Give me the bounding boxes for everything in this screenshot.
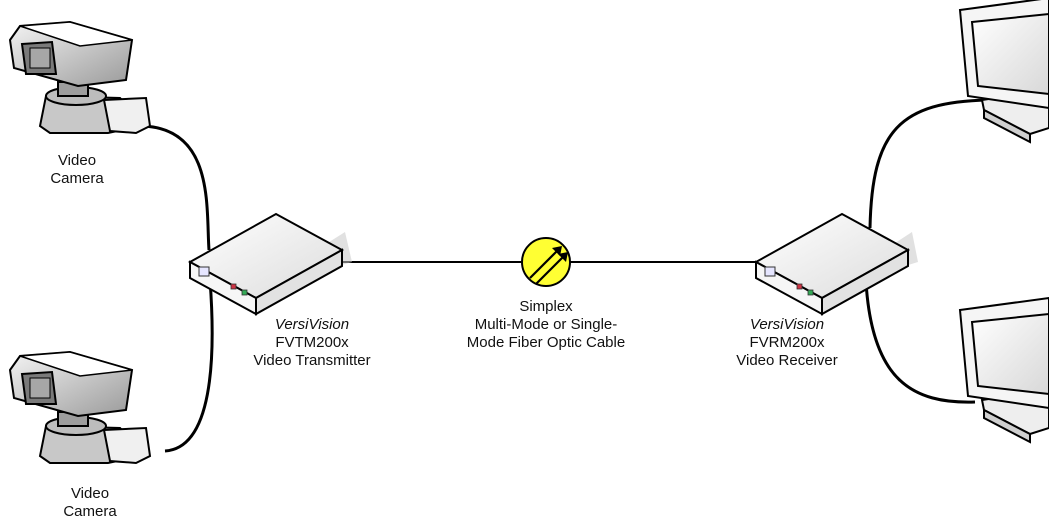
cable-label: Simplex Multi-Mode or Single- Mode Fiber… <box>446 298 646 352</box>
cable-label-line3: Mode Fiber Optic Cable <box>466 334 626 351</box>
transmitter-box-icon <box>187 212 352 316</box>
camera-2-label-line1: Video <box>70 485 110 502</box>
receiver-label: VersiVision FVRM200x Video Receiver <box>712 316 862 370</box>
receiver-model: FVRM200x <box>749 334 825 351</box>
camera-1-label: Video Camera <box>32 152 122 188</box>
cable-label-line1: Simplex <box>519 298 573 315</box>
camera-2-label-line2: Camera <box>63 503 117 520</box>
transmitter-model: FVTM200x <box>275 334 349 351</box>
receiver-brand: VersiVision <box>749 316 825 333</box>
camera-1-label-line1: Video <box>57 152 97 169</box>
transmitter-brand: VersiVision <box>274 316 350 333</box>
camera-2-label: Video Camera <box>45 485 135 521</box>
monitor-2-cable <box>864 281 976 404</box>
monitor-icon <box>958 0 1049 144</box>
fiber-optic-icon <box>521 237 571 287</box>
monitor-1-cable <box>868 98 989 229</box>
receiver-role: Video Receiver <box>736 352 838 369</box>
security-camera-icon <box>8 20 152 135</box>
monitor-icon <box>958 296 1049 444</box>
transmitter-label: VersiVision FVTM200x Video Transmitter <box>222 316 402 370</box>
security-camera-icon <box>8 350 152 465</box>
camera-1-cable <box>141 124 211 251</box>
transmitter-role: Video Transmitter <box>253 352 371 369</box>
camera-1-label-line2: Camera <box>50 170 104 187</box>
receiver-box-icon <box>753 212 918 316</box>
camera-2-cable <box>164 279 214 453</box>
cable-label-line2: Multi-Mode or Single- <box>474 316 618 333</box>
